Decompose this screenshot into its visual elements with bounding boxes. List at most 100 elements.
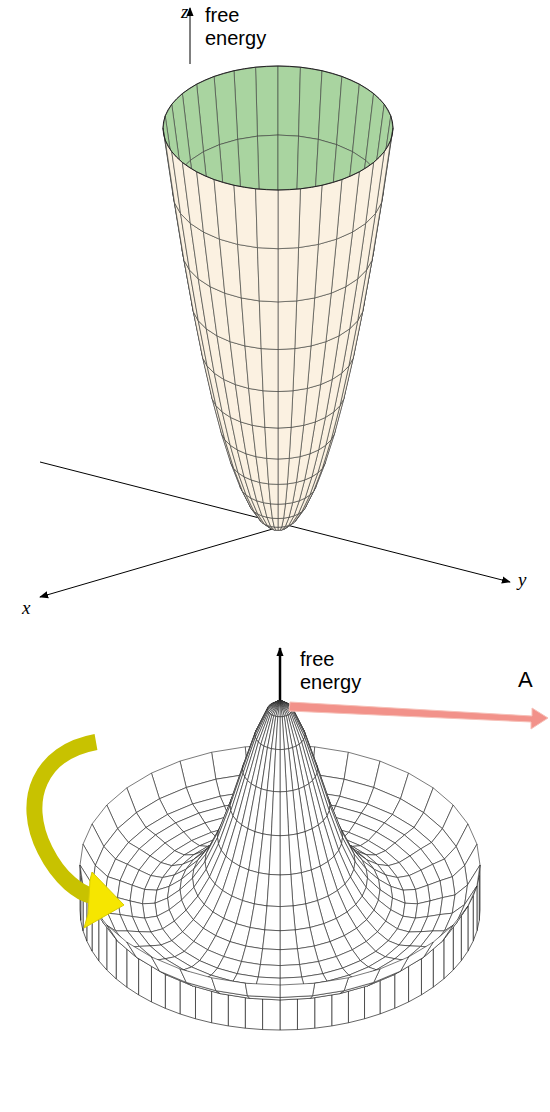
surface-mesh (280, 930, 297, 950)
surface-mesh (299, 185, 322, 247)
label-text: x (22, 597, 30, 618)
axis-label: z (181, 0, 195, 23)
surface-mesh (280, 906, 295, 931)
axis-caption: free energy (300, 648, 372, 694)
surface-mesh (278, 66, 300, 136)
mexican-hat-surface (80, 700, 480, 1030)
surface-mesh (424, 925, 454, 957)
surface-mesh (274, 527, 278, 530)
surface-mesh (289, 425, 303, 458)
surface-mesh (238, 244, 260, 301)
surface-mesh (415, 885, 430, 904)
surface-mesh (252, 425, 266, 458)
surface-mesh (291, 388, 307, 427)
surface-mesh (276, 700, 280, 717)
surface-mesh (313, 978, 349, 996)
bowl-rim (163, 66, 393, 190)
surface-mesh (280, 792, 289, 836)
surface-mesh (234, 67, 257, 139)
surface-mesh (401, 942, 434, 971)
surface-mesh (297, 244, 319, 301)
surface-mesh (143, 889, 157, 903)
surface-mesh (256, 66, 278, 136)
surface-mesh (278, 248, 299, 302)
surface-mesh (280, 700, 282, 717)
label-text: z (181, 1, 188, 22)
x-axis (40, 528, 276, 597)
surface-mesh (299, 67, 322, 139)
rotation-arrow (34, 742, 124, 928)
surface-mesh (280, 983, 315, 997)
surface-mesh (280, 949, 300, 966)
surface-mesh (245, 983, 280, 997)
surface-mesh (280, 874, 293, 906)
surface-mesh (444, 904, 464, 930)
surface-mesh (280, 749, 287, 791)
axis-label: x (22, 596, 38, 619)
coordinate-axes (40, 8, 510, 597)
surface-mesh (278, 391, 293, 428)
surface-mesh (130, 885, 145, 904)
surface-mesh (257, 248, 278, 302)
surface-mesh (280, 965, 302, 979)
brim-wall (473, 886, 477, 941)
surface-mesh (261, 349, 278, 392)
surface-mesh (278, 527, 282, 530)
surface-mesh (278, 349, 295, 392)
surface-mesh (263, 391, 278, 428)
surface-mesh (295, 928, 314, 949)
direction-arrow (289, 702, 548, 729)
surface-mesh (280, 700, 284, 717)
surface-mesh (260, 949, 280, 966)
surface-mesh (127, 942, 160, 971)
surface-mesh (271, 504, 278, 519)
surface-mesh (246, 928, 265, 949)
surface-mesh (107, 925, 137, 957)
surface-mesh (263, 930, 280, 950)
label-text: A (518, 667, 533, 692)
surface-mesh (180, 969, 216, 991)
surface-mesh (272, 518, 278, 527)
surface-mesh (295, 298, 315, 349)
surface-mesh (267, 874, 280, 906)
surface-mesh (278, 458, 289, 484)
surface-mesh (143, 903, 157, 918)
surface-mesh (258, 965, 280, 979)
surface-mesh (278, 301, 297, 350)
surface-mesh (291, 873, 306, 906)
surface-mesh (241, 298, 261, 349)
surface-mesh (265, 427, 278, 459)
surface-mesh (269, 835, 280, 875)
label-text: y (518, 569, 526, 590)
surface-mesh (280, 700, 286, 716)
surface-mesh (278, 700, 280, 717)
axis-label: y (518, 568, 534, 591)
surface-mesh (256, 189, 278, 249)
arrow-label: A (518, 668, 542, 691)
surface-mesh (465, 865, 480, 904)
surface-mesh (428, 881, 443, 901)
paraboloid-surface (163, 66, 393, 530)
z-axis (190, 8, 191, 64)
surface-mesh (403, 889, 417, 903)
surface-mesh (271, 792, 280, 836)
axis-caption: free energy (205, 4, 277, 50)
surface-mesh (280, 717, 284, 750)
surface-mesh (250, 904, 267, 930)
surface-mesh (254, 873, 269, 906)
surface-mesh (245, 346, 263, 391)
label-text: free energy (205, 4, 266, 49)
surface-mesh (212, 978, 248, 996)
surface-mesh (267, 458, 278, 484)
surface-mesh (265, 906, 280, 931)
surface-mesh (293, 904, 310, 930)
surface-mesh (273, 749, 280, 791)
label-text: free energy (300, 648, 361, 693)
surface-mesh (278, 504, 285, 519)
surface-mesh (269, 484, 278, 504)
surface-mesh (274, 700, 280, 716)
surface-mesh (278, 427, 291, 459)
surface-mesh (403, 903, 417, 918)
surface-mesh (278, 189, 300, 249)
